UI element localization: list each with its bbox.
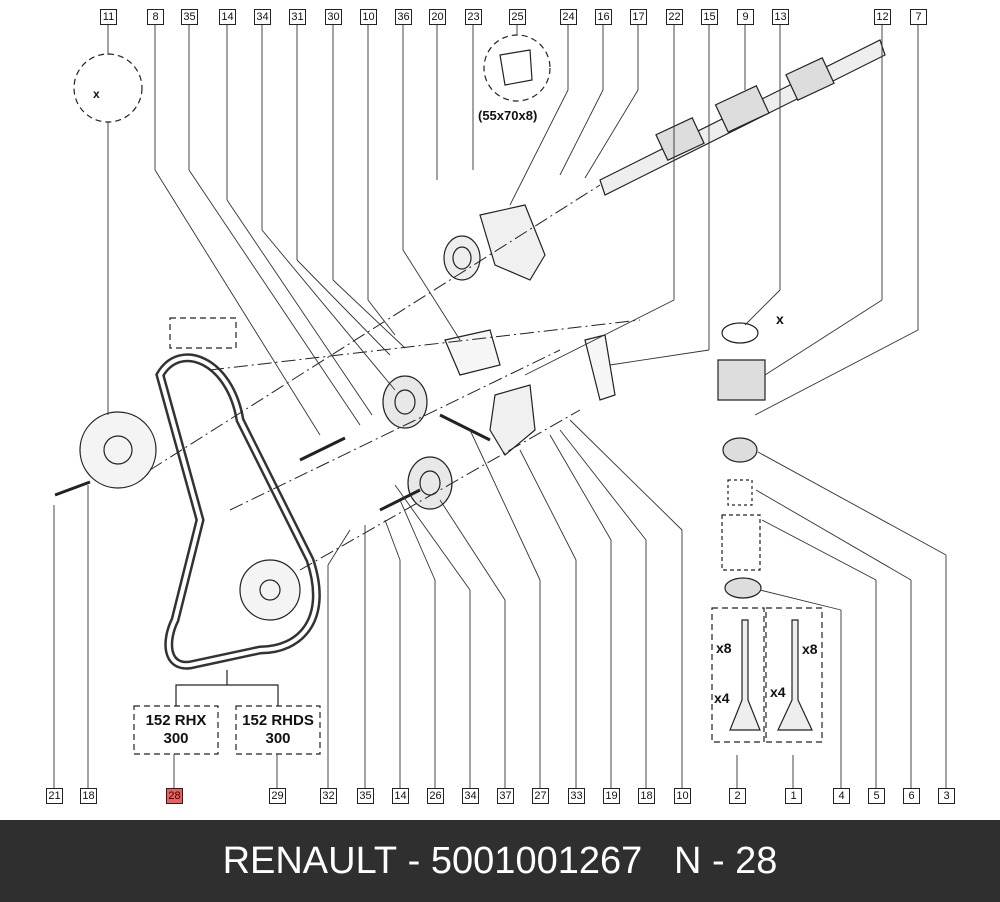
footer-brand: RENAULT <box>222 839 398 882</box>
qty-x4-left: x4 <box>714 690 730 706</box>
callout-bottom-17[interactable]: 1 <box>785 788 802 804</box>
callout-top-18[interactable]: 9 <box>737 9 754 25</box>
spring-seat <box>724 577 762 599</box>
callout-top-11[interactable]: 23 <box>465 9 482 25</box>
callout-bottom-6[interactable]: 35 <box>357 788 374 804</box>
callout-bottom-7[interactable]: 14 <box>392 788 409 804</box>
callout-bottom-3-highlighted[interactable]: 28 <box>166 788 183 804</box>
belt-b-label-line2: 300 <box>265 730 291 747</box>
callout-top-6[interactable]: 31 <box>289 9 306 25</box>
callout-top-8[interactable]: 10 <box>360 9 377 25</box>
tappet-shim <box>721 322 759 344</box>
callout-bottom-15[interactable]: 10 <box>674 788 691 804</box>
valve-group-box <box>765 607 823 743</box>
tensioner-bracket <box>489 384 536 456</box>
callout-top-3[interactable]: 35 <box>181 9 198 25</box>
callout-top-14[interactable]: 16 <box>595 9 612 25</box>
qty-x8-right: x8 <box>802 641 818 657</box>
inner-valve-spring <box>727 479 753 506</box>
part-info-footer: RENAULT - 5001001267 N - 28 <box>0 820 1000 902</box>
qty-x8-left: x8 <box>716 640 732 656</box>
belt-a-label-line2: 300 <box>163 730 189 747</box>
belt-b-label-line1: 152 RHDS <box>242 712 314 729</box>
seal-size-label: (55x70x8) <box>478 108 538 123</box>
belt-label-box-top <box>169 317 237 349</box>
callout-top-21[interactable]: 7 <box>910 9 927 25</box>
valve-group-box <box>711 607 765 743</box>
callout-bottom-12[interactable]: 33 <box>568 788 585 804</box>
exploded-parts-diagram: 11 8 35 14 34 31 30 10 36 20 23 25 24 16… <box>46 9 955 804</box>
callout-bottom-11[interactable]: 27 <box>532 788 549 804</box>
callout-top-9[interactable]: 36 <box>395 9 412 25</box>
callout-top-16[interactable]: 22 <box>666 9 683 25</box>
callout-bottom-4[interactable]: 29 <box>269 788 286 804</box>
callout-bottom-14[interactable]: 18 <box>638 788 655 804</box>
footer-separator: - <box>397 839 431 882</box>
belt-guard-plate <box>584 334 616 401</box>
callout-top-7[interactable]: 30 <box>325 9 342 25</box>
callout-bottom-20[interactable]: 6 <box>903 788 920 804</box>
callout-bottom-5[interactable]: 32 <box>320 788 337 804</box>
dim-x-tappet: x <box>776 311 784 327</box>
callout-top-20[interactable]: 12 <box>874 9 891 25</box>
callout-top-2[interactable]: 8 <box>147 9 164 25</box>
footer-part-number: 5001001267 <box>430 839 643 882</box>
tappet-bucket <box>717 359 766 401</box>
callout-top-17[interactable]: 15 <box>701 9 718 25</box>
callout-top-19[interactable]: 13 <box>772 9 789 25</box>
camshaft-sprocket <box>79 411 157 489</box>
seal-detail-circle <box>483 34 551 102</box>
bearing-housing <box>479 204 546 281</box>
qty-x4-right: x4 <box>770 684 786 700</box>
callout-top-12[interactable]: 25 <box>509 9 526 25</box>
callout-bottom-2[interactable]: 18 <box>80 788 97 804</box>
callout-bottom-10[interactable]: 37 <box>497 788 514 804</box>
leader-lines-and-parts <box>53 24 947 788</box>
outer-valve-spring <box>721 514 761 571</box>
idler-pulley <box>407 456 453 510</box>
callout-bottom-8[interactable]: 26 <box>427 788 444 804</box>
callout-top-4[interactable]: 14 <box>219 9 236 25</box>
callout-top-15[interactable]: 17 <box>630 9 647 25</box>
belt-a-label-line1: 152 RHX <box>145 712 207 729</box>
callout-bottom-13[interactable]: 19 <box>603 788 620 804</box>
callout-bottom-21[interactable]: 3 <box>938 788 955 804</box>
callout-bottom-19[interactable]: 5 <box>868 788 885 804</box>
camshaft-lobe <box>714 85 770 133</box>
belt-bracket <box>175 670 279 706</box>
callout-bottom-1[interactable]: 21 <box>46 788 63 804</box>
camshaft-lobe <box>785 57 835 101</box>
callout-top-13[interactable]: 24 <box>560 9 577 25</box>
exhaust-valve <box>729 619 761 731</box>
callout-bottom-9[interactable]: 34 <box>462 788 479 804</box>
footer-position: N - 28 <box>673 839 778 882</box>
intake-valve <box>777 619 813 731</box>
crankshaft-sprocket <box>239 559 301 621</box>
callout-bottom-16[interactable]: 2 <box>729 788 746 804</box>
valve-retainer <box>722 437 758 463</box>
callout-top-5[interactable]: 34 <box>254 9 271 25</box>
callout-top-1[interactable]: 11 <box>100 9 117 25</box>
dim-x-gear: x <box>93 87 100 101</box>
callout-bottom-18[interactable]: 4 <box>833 788 850 804</box>
callout-top-10[interactable]: 20 <box>429 9 446 25</box>
oil-seal <box>443 235 481 281</box>
detail-circle <box>73 53 143 123</box>
